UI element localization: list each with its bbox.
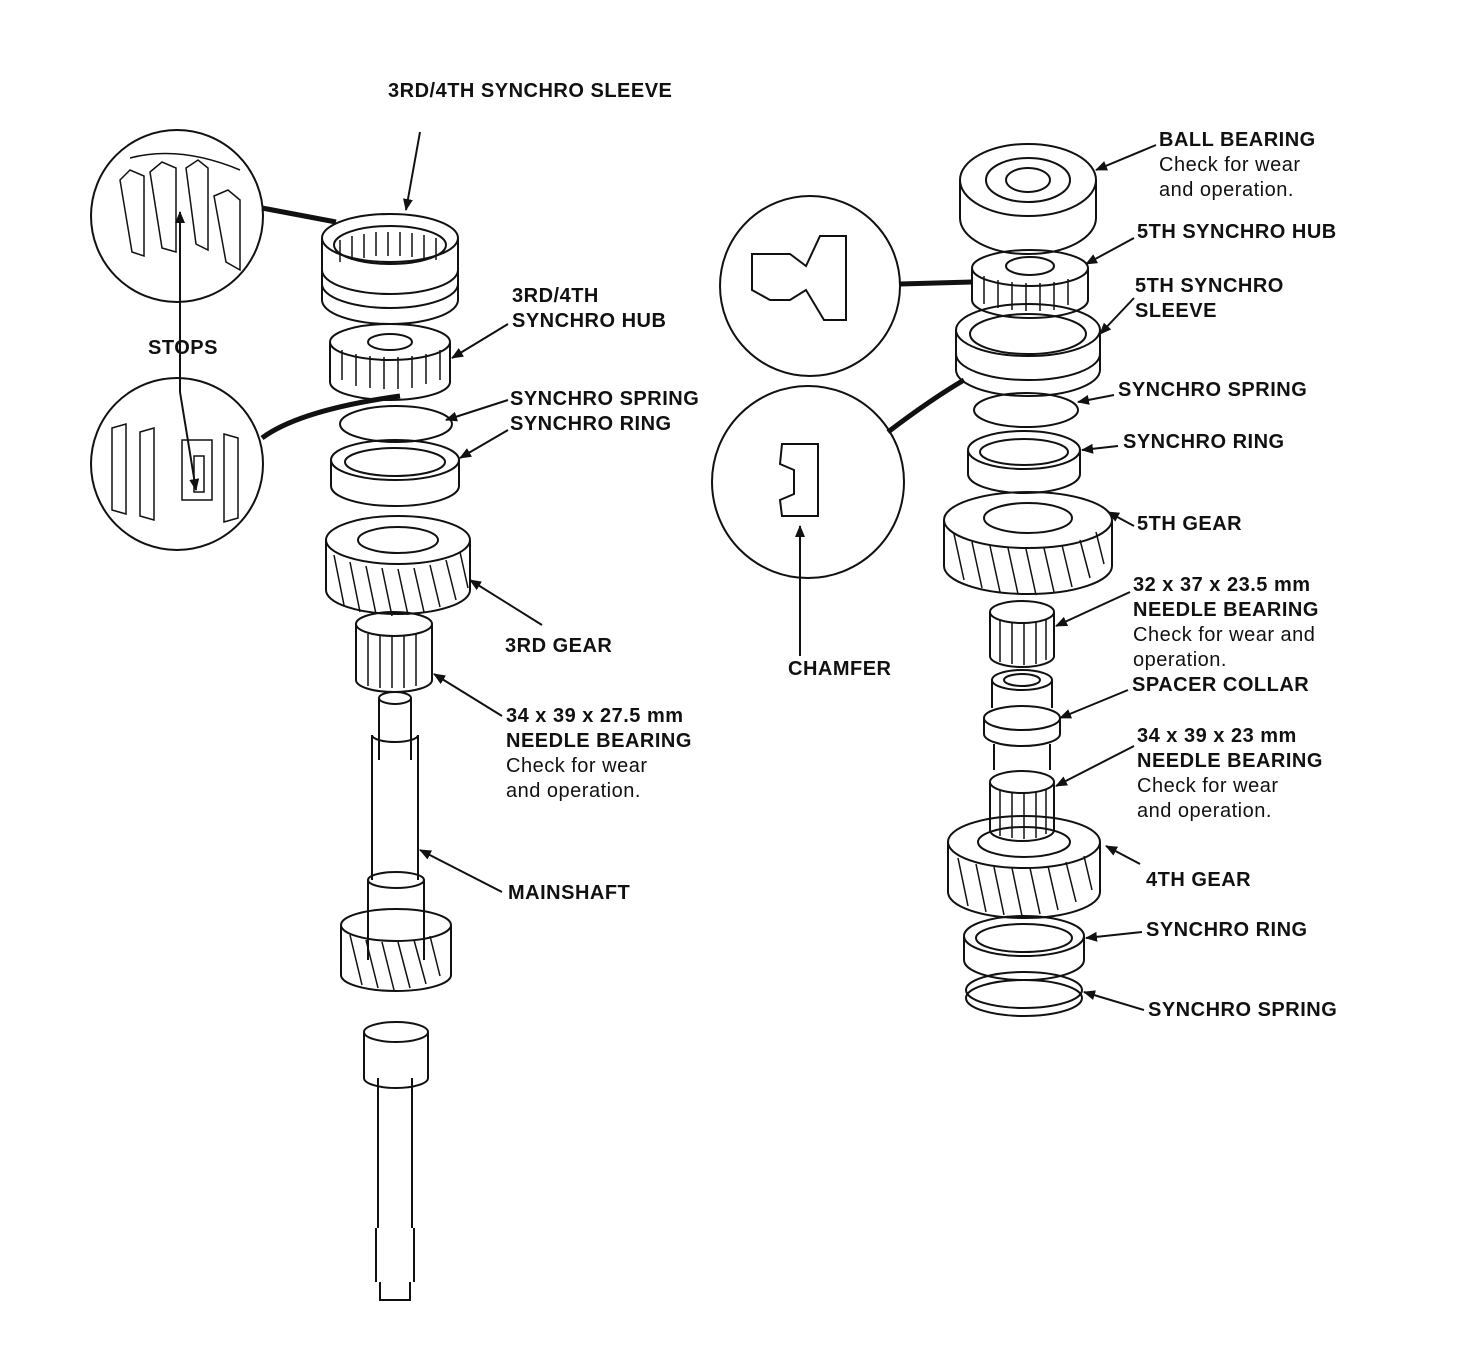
label-synchro-spring-right-1: SYNCHRO SPRING	[1118, 379, 1308, 401]
label-5th-gear: 5TH GEAR	[1137, 513, 1243, 535]
mainshaft	[340, 691, 452, 1301]
label-3rd-4th-synchro-hub: 3RD/4TH SYNCHRO HUB	[512, 285, 667, 332]
label-synchro-spring-right-2: SYNCHRO SPRING	[1148, 999, 1338, 1021]
label-3rd-gear: 3RD GEAR	[505, 635, 613, 657]
label-synchro-spring-left: SYNCHRO SPRING	[510, 388, 700, 410]
label-ball-bearing: BALL BEARING Check for wear and operatio…	[1159, 129, 1316, 201]
stops-detail-bottom	[90, 377, 264, 551]
synchro-spring-left	[339, 405, 453, 443]
chamfer-detail-top	[719, 195, 901, 377]
needle-bearing-left	[355, 611, 433, 693]
label-5th-synchro-hub: 5TH SYNCHRO HUB	[1137, 221, 1337, 243]
label-3rd-4th-synchro-sleeve: 3RD/4TH SYNCHRO SLEEVE	[388, 80, 673, 102]
synchro-sleeve-3-4	[321, 213, 459, 325]
label-needle-bearing-left: 34 x 39 x 27.5 mm NEEDLE BEARING Check f…	[506, 705, 692, 802]
label-synchro-ring-right-1: SYNCHRO RING	[1123, 431, 1285, 453]
synchro-hub-5th	[971, 249, 1089, 319]
synchro-ring-right-2	[963, 915, 1085, 981]
label-mainshaft: MAINSHAFT	[508, 882, 631, 904]
leader-arrows	[403, 131, 1157, 1011]
label-needle-bearing-right-2: 34 x 39 x 23 mm NEEDLE BEARING Check for…	[1137, 725, 1323, 822]
ball-bearing	[959, 143, 1097, 255]
label-chamfer: CHAMFER	[788, 658, 892, 680]
label-stops: STOPS	[148, 337, 218, 359]
synchro-spring-right-2	[965, 971, 1083, 1017]
needle-bearing-right-2	[989, 770, 1055, 842]
gear-3rd	[325, 515, 471, 617]
label-synchro-ring-right-2: SYNCHRO RING	[1146, 919, 1308, 941]
gear-4th	[947, 815, 1101, 919]
synchro-ring-right-1	[967, 430, 1081, 494]
label-needle-bearing-right-1: 32 x 37 x 23.5 mm NEEDLE BEARING Check f…	[1133, 574, 1319, 671]
label-spacer-collar: SPACER COLLAR	[1132, 674, 1310, 696]
synchro-hub-3-4	[329, 323, 451, 401]
synchro-ring-left	[330, 439, 460, 507]
label-synchro-ring-left: SYNCHRO RING	[510, 413, 672, 435]
chamfer-detail-bottom	[711, 385, 905, 579]
label-5th-synchro-sleeve: 5TH SYNCHRO SLEEVE	[1135, 275, 1284, 322]
gear-5th	[943, 491, 1113, 596]
needle-bearing-right-1	[989, 600, 1055, 668]
synchro-spring-right-1	[973, 392, 1079, 428]
stops-detail-top	[90, 129, 264, 303]
label-4th-gear: 4TH GEAR	[1146, 869, 1252, 891]
spacer-collar	[983, 669, 1061, 770]
